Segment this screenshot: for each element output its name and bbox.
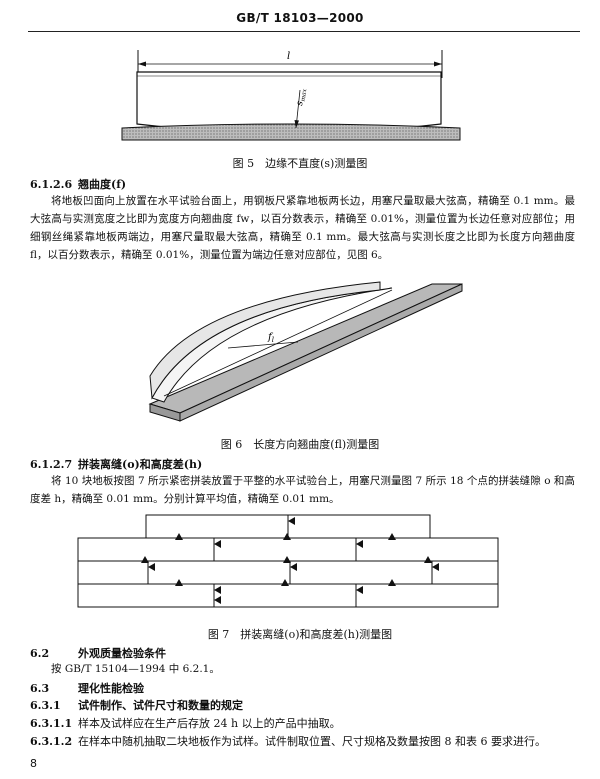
section-6-3-1-heading: 6.3.1 试件制作、试件尺寸和数量的规定 [30,697,243,713]
section-6-3-1-1-heading: 6.3.1.1 样本及试样应在生产后存放 24 h 以上的产品中抽取。 [30,715,341,731]
figure-5-label-s: smax [295,87,308,106]
section-6-1-2-7-heading: 6.1.2.7 拼装离缝(o)和高度差(h) [30,456,202,472]
section-text: 样本及试样应在生产后存放 24 h 以上的产品中抽取。 [78,717,341,730]
page-number: 8 [30,757,37,770]
section-number: 6.1.2.7 [30,458,73,471]
section-6-1-2-7-paragraph: 将 10 块地板按图 7 所示紧密拼装放置于平整的水平试验台上，用塞尺测量图 7… [30,475,575,505]
section-6-2-paragraph: 按 GB/T 15104—1994 中 6.2.1。 [51,663,220,675]
figure-6-label-fl: fl [267,332,274,344]
section-number: 6.1.2.6 [30,178,73,191]
figure-6-length-warp-diagram: fl [148,281,463,422]
section-title: 拼装离缝(o)和高度差(h) [78,458,203,471]
section-title: 翘曲度(f) [78,178,127,191]
header-rule [28,31,580,32]
figure-5-label-l: l [287,51,290,62]
figure-7-caption: 图 7 拼装离缝(o)和高度差(h)测量图 [207,628,393,641]
section-6-3-1-2-heading: 6.3.1.2 在样本中随机抽取二块地板作为试样。试件制取位置、尺寸规格及数量按图… [30,733,578,749]
section-number: 6.2 [30,647,50,660]
section-number: 6.3.1 [30,699,61,712]
section-title: 试件制作、试件尺寸和数量的规定 [78,699,243,712]
section-number: 6.3 [30,682,50,695]
section-6-3-heading: 6.3 理化性能检验 [30,680,144,696]
section-6-1-2-6-heading: 6.1.2.6 翘曲度(f) [30,176,126,192]
figure-7-assembly-gap-diagram [77,514,499,608]
section-number: 6.3.1.1 [30,717,73,730]
page-header-standard-code: GB/T 18103—2000 [236,11,364,25]
section-text: 在样本中随机抽取二块地板作为试样。试件制取位置、尺寸规格及数量按图 8 和表 6… [78,735,546,748]
figure-5-caption: 图 5 边缘不直度(s)测量图 [232,157,368,170]
section-title: 外观质量检验条件 [78,647,166,660]
section-number: 6.3.1.2 [30,735,73,748]
figure-6-caption: 图 6 长度方向翘曲度(fl)测量图 [220,438,380,451]
section-6-1-2-6-paragraph: 将地板凹面向上放置在水平试验台面上，用钢板尺紧靠地板两长边，用塞尺量取最大弦高，… [30,195,575,261]
section-6-2-heading: 6.2 外观质量检验条件 [30,645,166,661]
figure-5-edge-straightness-diagram: l smax [121,50,461,141]
section-title: 理化性能检验 [78,682,144,695]
